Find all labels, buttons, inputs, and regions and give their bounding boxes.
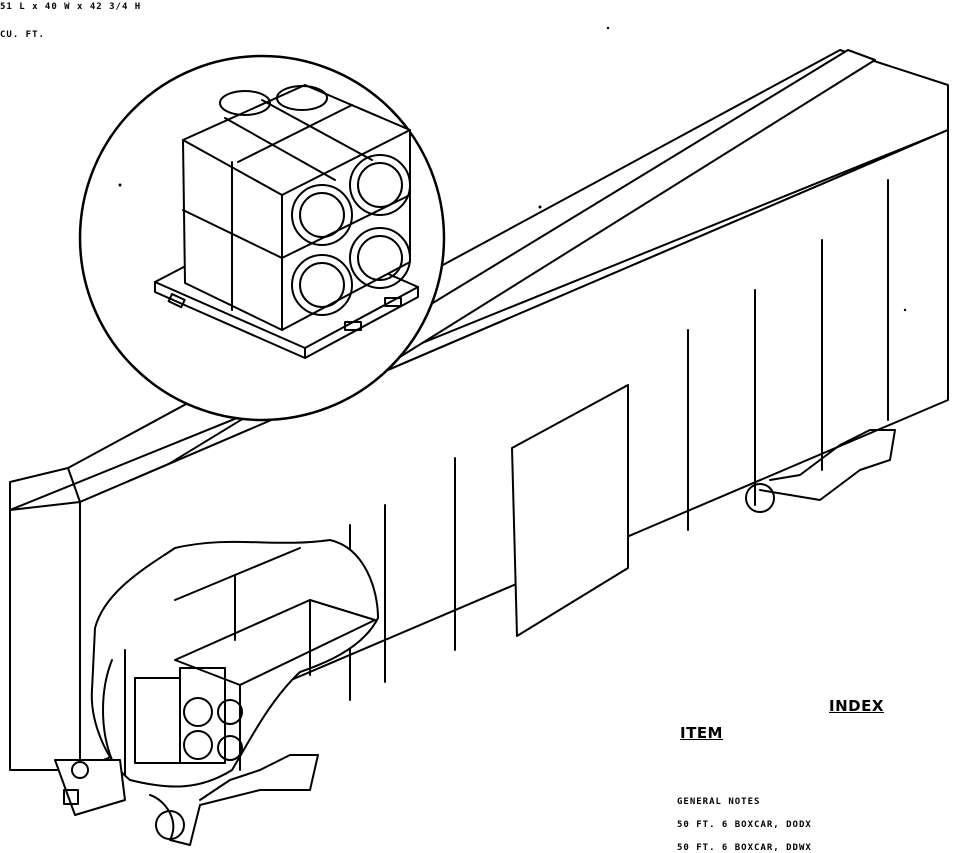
- unit-dimensions: 51 L x 40 W x 42 3/4 H: [0, 2, 142, 12]
- boxcar-trucks: [54, 429, 896, 846]
- palletized-unit-load: [154, 84, 419, 359]
- cutaway-view: [90, 539, 379, 788]
- index-item[interactable]: 50 FT. 6 BOXCAR, DDWX: [677, 843, 812, 853]
- unit-cube: CU. FT.: [0, 30, 45, 40]
- boxcar-door: [511, 384, 629, 637]
- index-item[interactable]: GENERAL NOTES: [677, 797, 761, 807]
- specks: [118, 26, 907, 312]
- index-title: INDEX: [829, 697, 884, 715]
- index-item-header: ITEM: [680, 724, 723, 742]
- index-item[interactable]: 50 FT. 6 BOXCAR, DODX: [677, 820, 812, 830]
